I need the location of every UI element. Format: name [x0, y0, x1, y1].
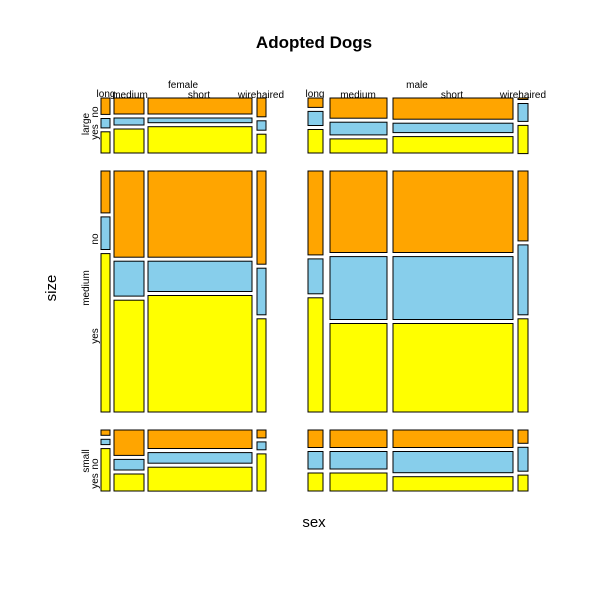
- tile-female-short-small-group2: [147, 452, 253, 464]
- chart-title: Adopted Dogs: [256, 33, 372, 52]
- tile-female-wirehaired-medium-yes: [256, 318, 267, 413]
- tile-female-long-medium-no: [100, 170, 111, 214]
- tile-female-short-large-yes: [147, 126, 253, 154]
- tile-male-short-large-no: [392, 97, 514, 120]
- tile-male-medium-medium-no: [329, 170, 388, 253]
- tile-male-short-small-yes: [392, 476, 514, 492]
- tile-male-long-large-yes: [307, 129, 324, 154]
- tile-female-short-large-group2: [147, 117, 253, 124]
- tile-female-medium-medium-no: [113, 170, 145, 258]
- tile-male-wirehaired-medium-yes: [517, 318, 529, 413]
- adopted-label-large-no: no: [90, 106, 101, 118]
- tile-male-wirehaired-medium-group2: [517, 244, 529, 316]
- tile-male-short-large-yes: [392, 136, 514, 154]
- tile-male-short-large-group2: [392, 122, 514, 134]
- tile-male-wirehaired-small-group2: [517, 446, 529, 472]
- coat-label-male-short: short: [441, 90, 463, 101]
- tile-female-medium-small-yes: [113, 473, 145, 492]
- tile-female-long-small-yes: [100, 448, 111, 492]
- tile-female-medium-small-group2: [113, 458, 145, 471]
- tile-female-wirehaired-large-group2: [256, 120, 267, 131]
- tile-female-long-small-group2: [100, 438, 111, 446]
- tile-female-medium-medium-group2: [113, 260, 145, 297]
- y-axis-label: size: [43, 275, 60, 302]
- tile-female-medium-large-yes: [113, 128, 145, 154]
- tile-female-short-small-no: [147, 429, 253, 449]
- tile-male-long-small-no: [307, 429, 324, 448]
- tile-female-short-medium-no: [147, 170, 253, 258]
- coat-label-male-wirehaired: wirehaired: [499, 90, 546, 101]
- tile-male-wirehaired-large-group2: [517, 103, 529, 122]
- coat-label-male-long: long: [306, 89, 325, 100]
- tile-female-medium-large-group2: [113, 117, 145, 126]
- tile-female-short-medium-group2: [147, 260, 253, 293]
- coat-label-female-short: short: [188, 90, 210, 101]
- tile-female-wirehaired-small-group2: [256, 441, 267, 451]
- tile-male-medium-small-no: [329, 429, 388, 448]
- tile-male-long-small-yes: [307, 472, 324, 492]
- tile-male-short-medium-yes: [392, 323, 514, 413]
- tile-male-short-small-no: [392, 429, 514, 448]
- adopted-label-large-yes: yes: [90, 124, 101, 140]
- adopted-label-small-no: no: [90, 458, 101, 470]
- tile-female-long-medium-group2: [100, 216, 111, 250]
- tile-female-wirehaired-large-no: [256, 97, 267, 118]
- tile-female-medium-medium-yes: [113, 299, 145, 413]
- tile-male-short-small-group2: [392, 451, 514, 474]
- size-label-medium: medium: [81, 270, 92, 306]
- coat-label-female-wirehaired: wirehaired: [237, 90, 284, 101]
- coat-label-male-medium: medium: [340, 90, 376, 101]
- sex-label-female: female: [168, 80, 198, 91]
- tile-female-long-large-group2: [100, 118, 111, 129]
- tile-male-short-medium-no: [392, 170, 514, 253]
- tile-female-short-large-no: [147, 97, 253, 115]
- tile-male-long-medium-no: [307, 170, 324, 256]
- tile-male-medium-small-group2: [329, 451, 388, 470]
- sex-label-male: male: [406, 80, 428, 91]
- tile-male-medium-large-yes: [329, 138, 388, 154]
- tile-female-medium-small-no: [113, 429, 145, 456]
- tile-female-long-small-no: [100, 429, 111, 436]
- coat-label-female-long: long: [97, 89, 116, 100]
- tile-female-short-medium-yes: [147, 295, 253, 413]
- adopted-label-small-yes: yes: [90, 473, 101, 489]
- tile-female-wirehaired-small-no: [256, 429, 267, 439]
- tile-female-short-small-yes: [147, 466, 253, 492]
- tile-female-long-medium-yes: [100, 253, 111, 413]
- tile-female-wirehaired-small-yes: [256, 453, 267, 492]
- tile-male-medium-large-group2: [329, 121, 388, 136]
- tile-female-medium-large-no: [113, 97, 145, 115]
- adopted-label-medium-yes: yes: [90, 328, 101, 344]
- tile-male-wirehaired-large-yes: [517, 124, 529, 155]
- tile-male-medium-large-no: [329, 97, 388, 119]
- tile-female-long-large-yes: [100, 131, 111, 154]
- size-label-small: small: [81, 449, 92, 472]
- tile-male-wirehaired-large-no: [517, 97, 529, 100]
- tile-female-wirehaired-large-yes: [256, 133, 267, 154]
- tile-male-short-medium-group2: [392, 256, 514, 321]
- tile-male-medium-small-yes: [329, 472, 388, 492]
- tile-male-wirehaired-small-yes: [517, 474, 529, 492]
- tile-male-long-medium-yes: [307, 297, 324, 413]
- tile-female-wirehaired-medium-group2: [256, 267, 267, 316]
- tile-male-wirehaired-medium-no: [517, 170, 529, 242]
- coat-label-female-medium: medium: [112, 90, 148, 101]
- tile-male-wirehaired-small-no: [517, 429, 529, 444]
- tile-female-wirehaired-medium-no: [256, 170, 267, 265]
- tile-male-long-large-group2: [307, 110, 324, 127]
- mosaic-tiles: [100, 97, 529, 492]
- tile-male-long-large-no: [307, 97, 324, 108]
- size-label-large: large: [81, 112, 92, 135]
- tile-male-long-small-group2: [307, 451, 324, 470]
- tile-male-medium-medium-yes: [329, 323, 388, 413]
- adopted-label-medium-no: no: [90, 233, 101, 245]
- tile-male-long-medium-group2: [307, 258, 324, 295]
- x-axis-label: sex: [302, 514, 326, 531]
- tile-male-medium-medium-group2: [329, 256, 388, 321]
- tile-female-long-large-no: [100, 97, 111, 115]
